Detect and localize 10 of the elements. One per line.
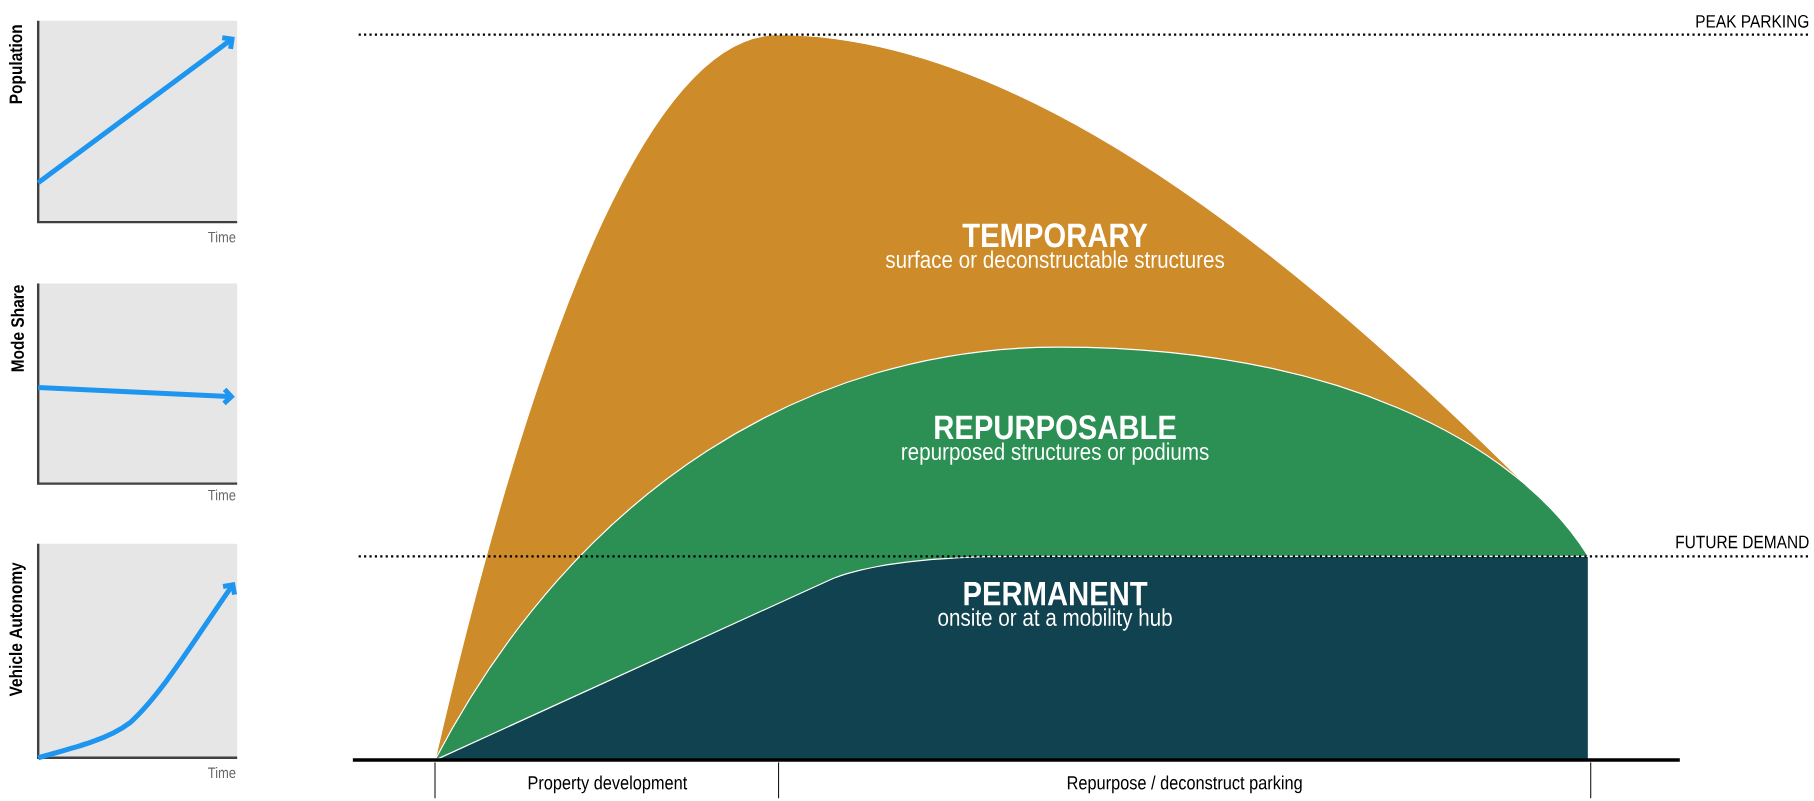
threshold-label: FUTURE DEMAND <box>1676 536 1809 549</box>
axis-label: Time <box>208 231 236 243</box>
axis-label: Mode Share <box>10 285 24 372</box>
axis-label: Vehicle Autonomy <box>8 562 26 697</box>
axis-label: Time <box>208 489 236 501</box>
axis-label: Population <box>8 25 26 104</box>
axis-label: Time <box>208 767 236 779</box>
phase-label: Repurpose / deconstruct parking <box>1067 775 1302 794</box>
threshold-label: PEAK PARKING <box>1696 15 1809 28</box>
phase-label: Property development <box>528 775 688 794</box>
